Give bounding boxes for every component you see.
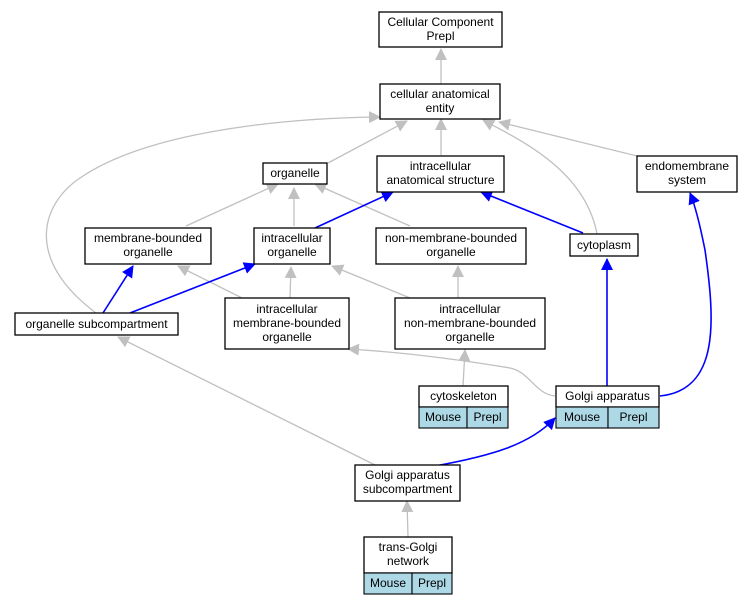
node-label-line: organelle (445, 330, 495, 344)
node-non-membrane-bounded-organelle[interactable]: non-membrane-bounded organelle (375, 227, 527, 265)
edge-osc-to-io (129, 262, 256, 314)
node-golgi-apparatus[interactable]: Golgi apparatus Mouse Prepl (555, 385, 660, 429)
node-intracellular-anatomical-structure[interactable]: intracellular anatomical structure (376, 155, 505, 193)
node-label-line: cellular anatomical (390, 87, 489, 101)
node-golgi-apparatus-subcompartment[interactable]: Golgi apparatus subcompartment (354, 464, 461, 502)
node-intracellular-non-membrane-bounded-organelle[interactable]: intracellular non-membrane-bounded organ… (394, 297, 546, 350)
node-label-line: system (668, 173, 706, 187)
annotation-prepl-label: Prepl (473, 410, 501, 424)
node-membrane-bounded-organelle[interactable]: membrane-bounded organelle (84, 227, 212, 265)
edge-endo-to-cae (498, 118, 638, 157)
node-organelle[interactable]: organelle (262, 162, 328, 185)
node-label-line: non-membrane-bounded (404, 316, 536, 330)
node-label-line: non-membrane-bounded (385, 231, 517, 245)
annotation-prepl-label: Prepl (418, 576, 446, 590)
node-label-line: organelle (123, 245, 173, 259)
node-label-line: trans-Golgi (379, 540, 438, 554)
blue-edges (102, 190, 712, 467)
node-label-line: entity (426, 101, 455, 115)
edge-mbo-to-organelle (185, 183, 279, 227)
annotation-mouse-label: Mouse (564, 410, 600, 424)
edge-golgi-to-endo (659, 192, 712, 397)
node-label-line: endomembrane (645, 159, 729, 173)
node-label-line: network (387, 554, 430, 568)
node-label-line: organelle (270, 166, 320, 180)
node-label-line: intracellular (256, 302, 317, 316)
edge-golgi-to-imbo (347, 343, 556, 397)
node-organelle-subcompartment[interactable]: organelle subcompartment (14, 312, 179, 336)
annotation-prepl-cell[interactable] (411, 572, 453, 595)
node-cytoskeleton[interactable]: cytoskeleton Mouse Prepl (418, 385, 509, 429)
node-label-line: cytoplasm (577, 238, 631, 252)
node-label-line: subcompartment (363, 482, 453, 496)
node-label-line: Golgi apparatus (565, 389, 650, 403)
edge-nmbo-to-organelle (314, 182, 411, 227)
node-label-line: organelle (262, 330, 312, 344)
edge-tgn-to-gasc (401, 500, 414, 538)
node-label-line: Prepl (426, 29, 454, 43)
edge-gasc-to-golgi (434, 417, 556, 467)
edge-io-to-ias (314, 191, 394, 229)
annotation-mouse-label: Mouse (370, 576, 406, 590)
node-cytoplasm[interactable]: cytoplasm (569, 233, 639, 257)
node-cellular-component[interactable]: Cellular Component Prepl (378, 11, 503, 48)
node-label-line: organelle (426, 245, 476, 259)
edge-gasc-to-osc (117, 336, 376, 466)
edge-osc-to-cae (45, 111, 381, 314)
edge-cyto-to-cae (482, 119, 598, 235)
annotation-prepl-label: Prepl (619, 410, 647, 424)
edge-csk-to-inmbo (458, 349, 471, 387)
node-endomembrane-system[interactable]: endomembrane system (636, 155, 738, 193)
node-label-line: membrane-bounded (94, 231, 202, 245)
node-intracellular-organelle[interactable]: intracellular organelle (253, 227, 331, 265)
node-trans-golgi-network[interactable]: trans-Golgi network Mouse Prepl (363, 536, 453, 595)
grey-edges (45, 48, 638, 538)
node-label-line: Cellular Component (387, 15, 494, 29)
edge-cyto-to-ias (480, 190, 584, 234)
annotation-prepl-cell[interactable] (466, 406, 509, 429)
edge-organelle-to-cae (327, 120, 408, 164)
node-label-line: organelle (267, 245, 317, 259)
node-intracellular-membrane-bounded-organelle[interactable]: intracellular membrane-bounded organelle (224, 297, 350, 350)
node-label-line: membrane-bounded (233, 316, 341, 330)
node-label-line: cytoskeleton (430, 389, 497, 403)
node-label-line: organelle subcompartment (25, 317, 168, 331)
edge-inmbo-to-io (331, 264, 411, 299)
node-label-line: Golgi apparatus (365, 468, 450, 482)
edge-imbo-to-io (284, 266, 297, 299)
node-label-line: anatomical structure (386, 173, 494, 187)
annotation-prepl-cell[interactable] (607, 406, 660, 429)
edge-osc-to-mbo (102, 265, 134, 314)
node-label-line: intracellular (410, 159, 471, 173)
node-label-line: intracellular (261, 231, 322, 245)
node-cellular-anatomical-entity[interactable]: cellular anatomical entity (379, 83, 501, 120)
node-label-line: intracellular (439, 302, 500, 316)
annotation-mouse-label: Mouse (425, 410, 461, 424)
